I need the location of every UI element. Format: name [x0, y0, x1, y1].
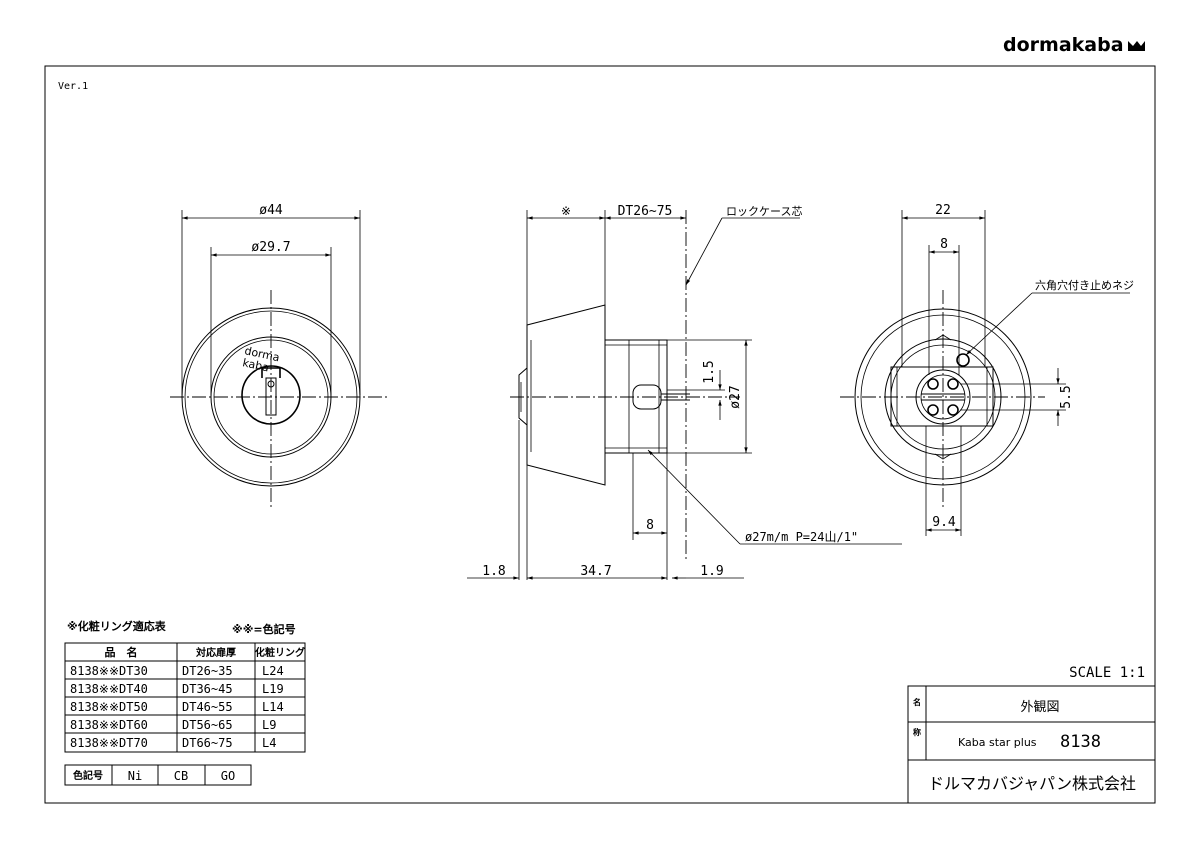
company-name: ドルマカバジャパン株式会社: [928, 774, 1136, 793]
color-code-table: 色記号 Ni CB GO: [64, 764, 252, 786]
ring-table-header: 品 名: [105, 645, 138, 659]
logo-text: dormakaba: [1003, 34, 1124, 56]
ring-table-cell: 8138※※DT70: [70, 736, 148, 750]
ring-table-title: ※化粧リング適応表: [67, 619, 167, 633]
ring-table-cell: 8138※※DT50: [70, 700, 148, 714]
ring-table-cell: L9: [262, 718, 276, 732]
color-code-value: CB: [174, 769, 188, 783]
ring-table-cell: L14: [262, 700, 284, 714]
dim-back-22: 22: [935, 203, 951, 218]
dim-side-19: 1.9: [700, 564, 723, 579]
dim-side-8: 8: [646, 518, 654, 533]
title-block: SCALE 1:1 名 称 外観図 Kaba star plus 8138 ドル…: [907, 665, 1155, 803]
ring-table-cell: 8138※※DT60: [70, 718, 148, 732]
drawing-name: 外観図: [1020, 700, 1059, 715]
ring-table-cell: L4: [262, 736, 276, 750]
ring-table-cell: 8138※※DT40: [70, 682, 148, 696]
name-label-char: 名: [913, 697, 921, 707]
dim-side-thread: ø27m/m P=24山/1": [745, 530, 858, 544]
dim-side-15: 1.5: [702, 360, 717, 383]
dim-side-18: 1.8: [482, 564, 505, 579]
ring-table-cell: L24: [262, 664, 284, 678]
ring-table-cell: DT56~65: [182, 718, 233, 732]
version-label: Ver.1: [58, 81, 88, 92]
ring-table-header: 化粧リング: [255, 646, 305, 659]
cylinder-brand-kaba: kaba: [241, 356, 270, 374]
scale-label: SCALE 1:1: [1069, 665, 1145, 681]
dim-side-star: ※: [561, 204, 571, 218]
color-note: ※※=色記号: [232, 622, 296, 636]
label-lockcase-center: ロックケース芯: [726, 204, 802, 218]
drawing-frame: [44, 65, 1156, 804]
dim-back-8: 8: [940, 237, 948, 252]
product-line: Kaba star plus: [958, 736, 1037, 749]
color-code-label: 色記号: [73, 769, 103, 782]
dim-back-55: 5.5: [1059, 385, 1074, 408]
dim-back-94: 9.4: [932, 515, 956, 530]
ring-table-cell: DT26~35: [182, 664, 233, 678]
ring-table-cell: DT66~75: [182, 736, 233, 750]
front-view: dorma kaba ø44 ø29.7: [170, 203, 388, 510]
dim-front-outer: ø44: [259, 203, 283, 218]
dim-side-dt: DT26~75: [618, 204, 673, 219]
ring-table-header: 対応扉厚: [195, 646, 236, 659]
back-view: 22 8 六角穴付き止めネジ 5.5 9.4: [840, 203, 1134, 536]
side-view: ※ DT26~75 ロックケース芯 1.5 ø27 8 ø27m/m P=24山…: [467, 204, 902, 580]
ring-table-cell: 8138※※DT30: [70, 664, 148, 678]
ring-table-cell: DT46~55: [182, 700, 233, 714]
name-label-char: 称: [913, 727, 921, 737]
label-hex-set-screw: 六角穴付き止めネジ: [1035, 278, 1134, 292]
color-code-value: Ni: [128, 769, 142, 783]
dim-side-27: ø27: [728, 385, 743, 408]
cylinder-face-brand: dorma kaba: [241, 344, 280, 374]
dim-side-347: 34.7: [580, 564, 611, 579]
color-code-value: GO: [221, 769, 235, 783]
product-code: 8138: [1060, 732, 1101, 752]
dim-front-inner: ø29.7: [251, 240, 290, 255]
dormakaba-logo: dormakaba: [1003, 34, 1145, 56]
ring-table: ※化粧リング適応表 ※※=色記号 品 名 対応扉厚 化粧リング 8138※※DT…: [64, 619, 306, 753]
ring-table-cell: DT36~45: [182, 682, 233, 696]
ring-table-cell: L19: [262, 682, 284, 696]
